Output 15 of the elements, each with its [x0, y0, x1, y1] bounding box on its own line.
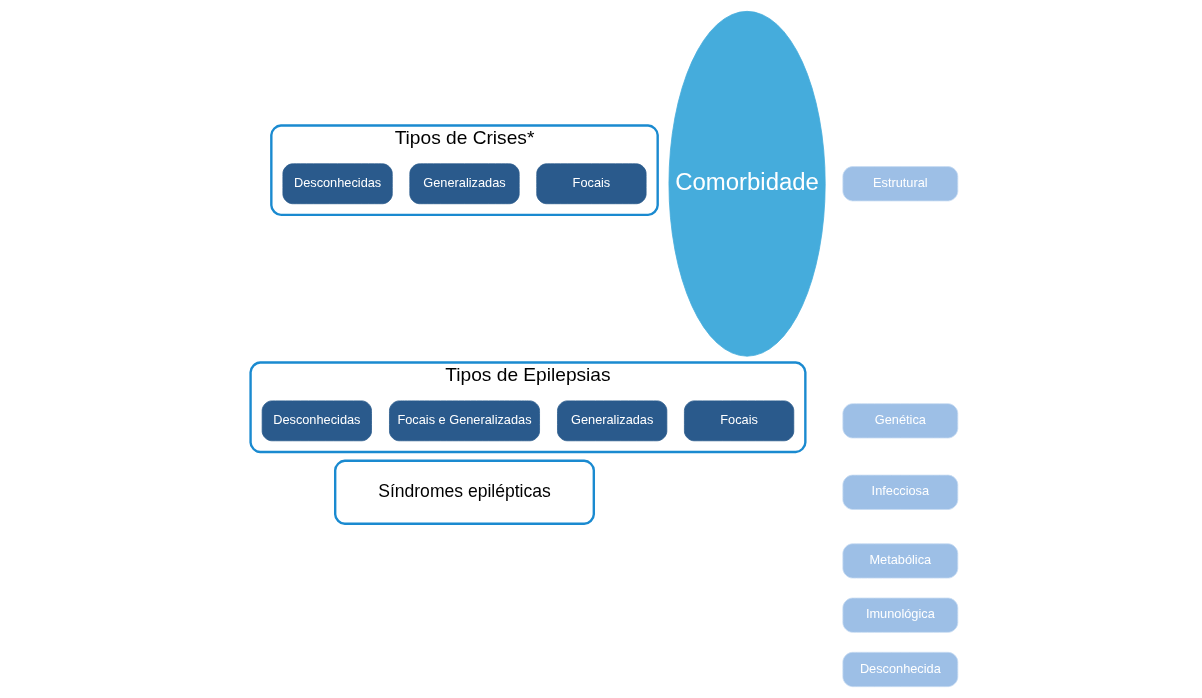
node-box: Infecciosa [842, 474, 959, 510]
node-box: Estrutural [842, 166, 959, 202]
node-box: Síndromes epilépticas [334, 459, 595, 525]
node-box: Generalizadas [557, 400, 668, 442]
node-box: Desconhecida [842, 651, 959, 688]
node-box: Desconhecidas [261, 400, 372, 442]
node-box: Imunológica [842, 597, 959, 633]
node-ellipse: Comorbidade [668, 10, 826, 357]
node-box: Desconhecidas [282, 163, 393, 205]
node-box: Focais e Generalizadas [389, 400, 540, 442]
node-box: Generalizadas [409, 163, 520, 205]
node-box: Focais [536, 163, 647, 205]
node-box: Focais [684, 400, 795, 442]
node-box: Genética [842, 403, 959, 439]
node-box: Metabólica [842, 543, 959, 579]
